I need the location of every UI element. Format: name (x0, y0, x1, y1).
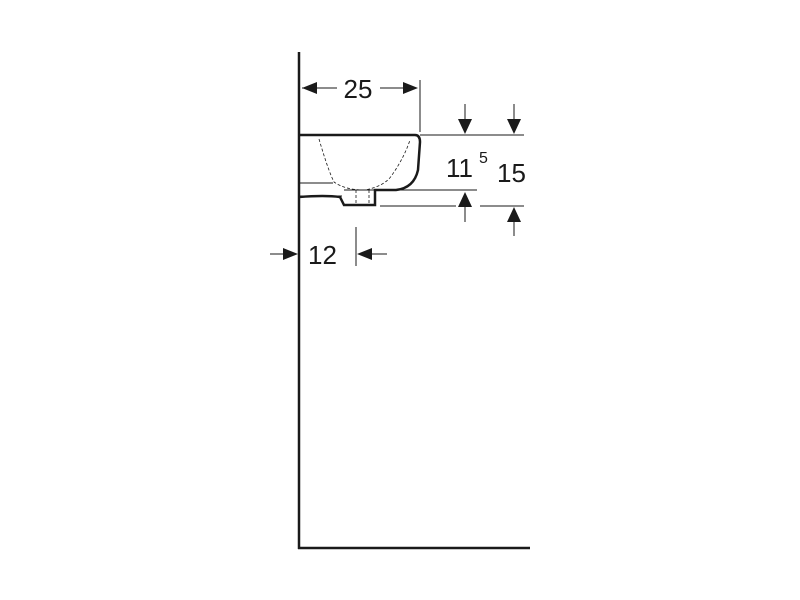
dimension-overall-height-label: 15 (497, 158, 526, 188)
dimension-depth-label: 25 (344, 74, 373, 104)
dimension-depth: 25 (302, 74, 418, 104)
bowl-hidden-line (318, 138, 411, 205)
dimension-outlet-offset-label: 12 (308, 240, 337, 270)
extension-lines (355, 80, 524, 266)
dimension-overall-height: 15 (497, 104, 526, 236)
dimension-rim-to-outlet: 11 5 (446, 104, 488, 222)
dimension-outlet-offset: 12 (270, 240, 387, 270)
dimension-rim-to-outlet-label: 11 (446, 153, 473, 183)
basin-outline (298, 133, 422, 207)
dimension-rim-to-outlet-superscript: 5 (479, 150, 488, 167)
